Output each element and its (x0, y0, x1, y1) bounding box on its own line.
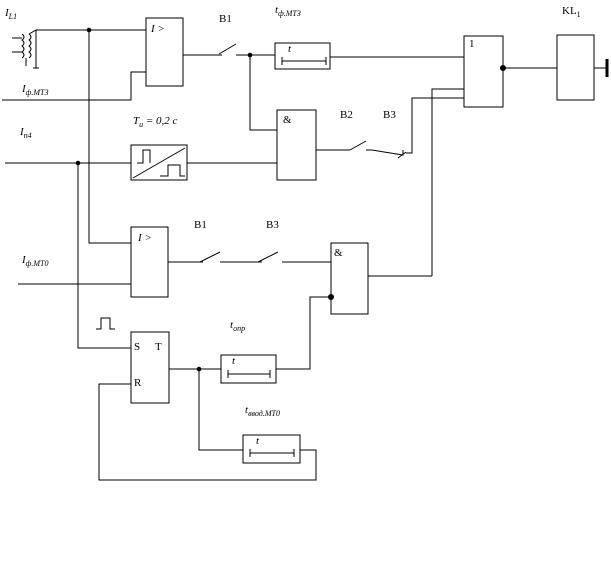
switch-b3-mid: В3 (257, 219, 331, 263)
timer-vvod-mt0: t (242, 434, 301, 464)
relay-i-top: I > (145, 17, 184, 87)
switch-b1-mid-label: В1 (194, 219, 207, 231)
label-t-opr: tопр (230, 319, 245, 333)
timer-f-mtz: t (274, 42, 331, 70)
label-t-i: Tи = 0,2 с (133, 115, 178, 129)
relay-i-mid: I > (130, 226, 169, 298)
svg-text:I >: I > (137, 232, 152, 244)
svg-text:t: t (232, 355, 236, 367)
switch-b2-label: В2 (340, 109, 353, 121)
switch-b2: В2 (340, 109, 372, 151)
junction-dot (500, 65, 506, 71)
switch-b1-top: В1 (218, 13, 275, 56)
svg-text:t: t (288, 43, 292, 55)
svg-text:&: & (334, 247, 343, 259)
switch-b3-top: В3 (371, 97, 464, 159)
switch-b1-mid: В1 (194, 219, 262, 263)
switch-b1-top-label: В1 (219, 13, 232, 25)
label-i-f-mtz: Iф.МТЗ (21, 83, 48, 97)
label-t-vvod: tввод.МТ0 (245, 404, 280, 418)
and-top: & (276, 109, 317, 181)
relay-kl1 (556, 34, 609, 101)
current-transformer (12, 29, 146, 69)
label-kl1: KL1 (562, 5, 581, 19)
or-block: 1 (463, 35, 504, 108)
label-i-n4: In4 (19, 126, 32, 140)
pulse-former-block (130, 144, 188, 181)
relay-i-top-label: I > (150, 23, 165, 35)
and-bottom: & (330, 242, 369, 315)
svg-text:&: & (283, 114, 292, 126)
pulse-icon (96, 317, 115, 330)
svg-text:t: t (256, 435, 260, 447)
svg-text:1: 1 (469, 38, 475, 50)
label-i-l1: IL1 (4, 7, 17, 21)
svg-text:R: R (134, 377, 142, 389)
svg-text:T: T (155, 341, 162, 353)
svg-text:S: S (134, 341, 140, 353)
switch-b3-top-label: В3 (383, 109, 396, 121)
label-i-f-mt0: Iф.МТ0 (21, 254, 48, 268)
timer-opr: t (220, 354, 277, 384)
sr-trigger: S T R (130, 331, 170, 404)
switch-b3-mid-label: В3 (266, 219, 279, 231)
label-t-f-mtz: tф.МТЗ (275, 4, 301, 18)
